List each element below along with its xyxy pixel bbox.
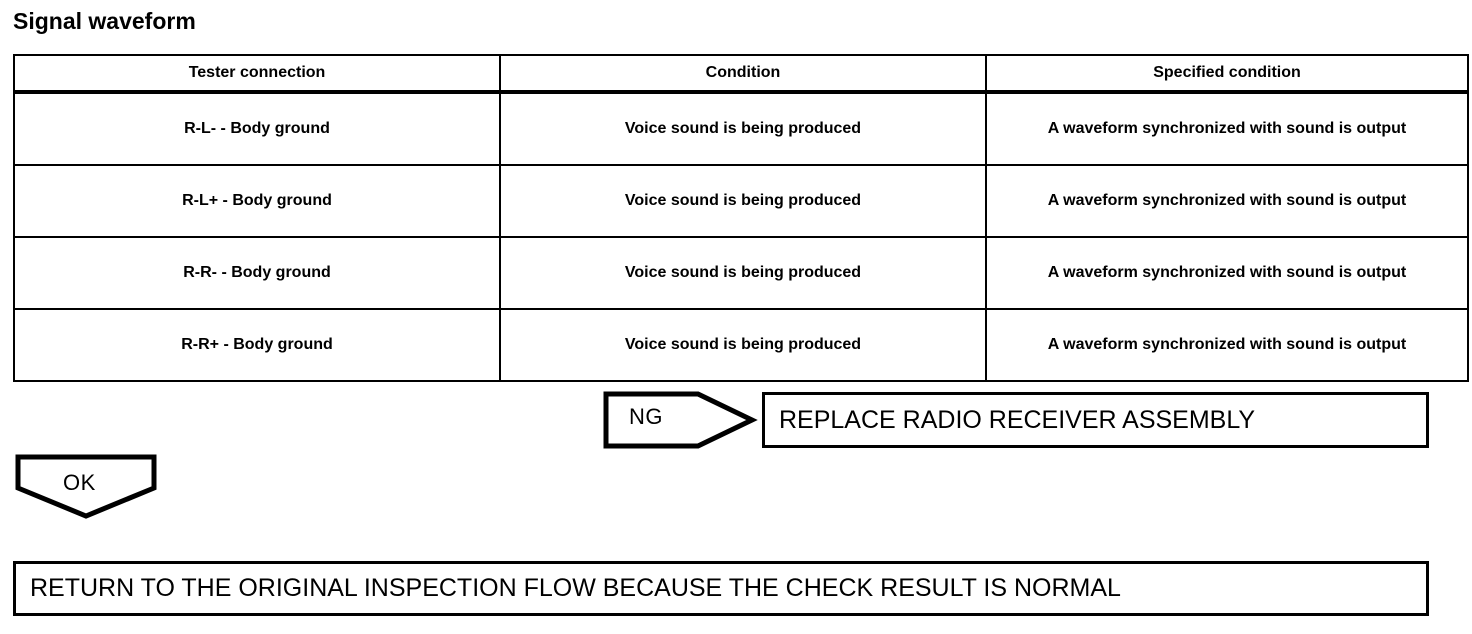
ng-arrow-shape (603, 391, 758, 449)
ng-arrow-label: NG (629, 404, 663, 429)
cell-condition: Voice sound is being produced (499, 310, 985, 380)
table-row: R-L- - Body ground Voice sound is being … (15, 94, 1467, 166)
table-row: R-R+ - Body ground Voice sound is being … (15, 310, 1467, 380)
cell-tester-connection: R-R- - Body ground (15, 238, 499, 310)
table-row: R-R- - Body ground Voice sound is being … (15, 238, 1467, 310)
cell-condition: Voice sound is being produced (499, 94, 985, 166)
cell-condition: Voice sound is being produced (499, 166, 985, 238)
column-header-tester-connection: Tester connection (15, 56, 499, 92)
cell-specified-condition: A waveform synchronized with sound is ou… (985, 166, 1467, 238)
column-header-specified-condition: Specified condition (985, 56, 1467, 92)
cell-specified-condition: A waveform synchronized with sound is ou… (985, 238, 1467, 310)
table-body: R-L- - Body ground Voice sound is being … (15, 94, 1467, 380)
table-header-double-rule (15, 92, 1467, 94)
table-header: Tester connection Condition Specified co… (15, 56, 1467, 94)
cell-tester-connection: R-L+ - Body ground (15, 166, 499, 238)
header-rule-cell-3 (985, 92, 1467, 94)
cell-tester-connection: R-L- - Body ground (15, 94, 499, 166)
cell-specified-condition: A waveform synchronized with sound is ou… (985, 94, 1467, 166)
return-to-inspection-flow-label: RETURN TO THE ORIGINAL INSPECTION FLOW B… (30, 574, 1121, 602)
table-header-row: Tester connection Condition Specified co… (15, 56, 1467, 92)
ok-arrow-label: OK (63, 470, 96, 495)
specification-table: Tester connection Condition Specified co… (13, 54, 1469, 382)
cell-specified-condition: A waveform synchronized with sound is ou… (985, 310, 1467, 380)
header-rule-cell-2 (499, 92, 985, 94)
cell-tester-connection: R-R+ - Body ground (181, 336, 333, 354)
replace-radio-receiver-label: REPLACE RADIO RECEIVER ASSEMBLY (779, 405, 1256, 434)
table-row: R-L+ - Body ground Voice sound is being … (15, 166, 1467, 238)
return-to-inspection-flow-box: RETURN TO THE ORIGINAL INSPECTION FLOW B… (13, 561, 1429, 616)
page-title: Signal waveform (13, 8, 196, 34)
header-rule-cell-1 (15, 92, 499, 94)
replace-radio-receiver-box: REPLACE RADIO RECEIVER ASSEMBLY (762, 392, 1429, 448)
column-header-condition: Condition (499, 56, 985, 92)
cell-condition: Voice sound is being produced (499, 238, 985, 310)
